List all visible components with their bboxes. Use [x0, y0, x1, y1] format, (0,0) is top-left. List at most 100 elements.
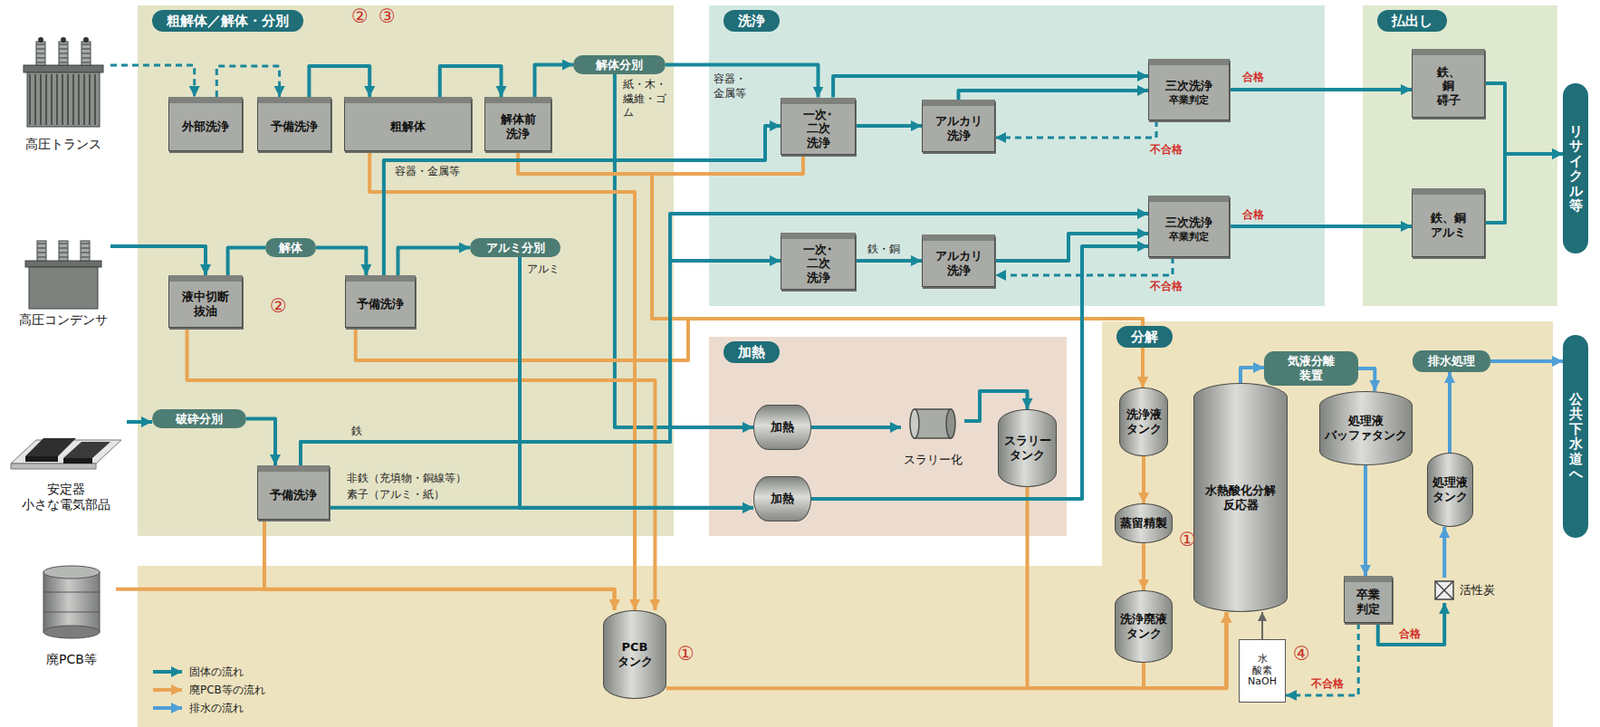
carbon-cross	[1435, 581, 1454, 600]
flow-arrow	[398, 248, 471, 277]
process-tank: アルカリ 洗浄	[921, 99, 996, 153]
transformer-icon	[23, 37, 104, 127]
process-tank: 予備洗浄	[257, 465, 330, 520]
node-text: 排水処理	[1427, 354, 1476, 369]
flow-tag: 解体	[265, 238, 317, 258]
flow-arrow	[1485, 153, 1563, 223]
node-text: スラリー タンク	[1004, 433, 1052, 462]
node-text: 水 酸素 NaOH	[1247, 653, 1277, 689]
process-tank: 粗解体	[344, 96, 472, 152]
flow-arrow	[1229, 224, 1412, 229]
flow-arrow	[519, 257, 754, 508]
flow-arrow	[228, 248, 266, 277]
flow-arrow	[811, 246, 1149, 499]
node-text: 予備洗浄	[269, 488, 317, 503]
area-heading: 加熱	[723, 341, 780, 364]
node-text: 粗解体	[390, 119, 426, 135]
equipment-icon: 高圧コンデンサ	[16, 237, 111, 328]
judgement-label: 不合格	[1311, 677, 1344, 692]
flow-arrow	[355, 318, 1143, 388]
node-text: 加熱	[770, 420, 795, 435]
node-text: 一次･二次 洗浄	[803, 107, 834, 151]
judgement-label: 不合格	[1149, 143, 1183, 158]
legend-text: 固体の流れ	[189, 664, 244, 681]
node-text: 卒業判定	[1168, 230, 1209, 243]
flow-arrow	[855, 124, 922, 128]
callout-number: ①	[677, 644, 695, 664]
node-text: 予備洗浄	[270, 119, 318, 135]
flow-arrow	[316, 248, 366, 277]
flow-arrow	[958, 90, 1150, 100]
flow-arrow	[1358, 368, 1375, 392]
judgement-label: 合格	[1398, 627, 1421, 642]
vessel: 処理液 バッファタンク	[1319, 391, 1413, 466]
flow-arrow	[666, 612, 1227, 689]
flow-arrow	[1363, 465, 1368, 576]
node-text: 蒸留精製	[1120, 516, 1168, 531]
process-tank: 外部洗浄	[168, 96, 243, 152]
process-tank: 鉄、銅 碍子	[1411, 48, 1486, 118]
node-text: 高圧コンデンサ	[19, 312, 108, 328]
vessel: PCB タンク	[603, 610, 667, 700]
node-text: 予備洗浄	[356, 297, 404, 312]
flow-arrow	[1141, 456, 1146, 504]
area-heading: 洗浄	[723, 9, 780, 32]
process-tank: 液中切断 抜油	[168, 275, 243, 328]
flow-label: 鉄	[351, 424, 363, 440]
legend-text: 排水の流れ	[189, 700, 244, 717]
node-text: 三次洗浄	[1165, 215, 1213, 230]
process-tank: 一次･二次 洗浄	[780, 97, 856, 155]
flow-arrow	[440, 66, 502, 97]
callout-number: ②	[351, 7, 369, 27]
flow-label: 容器・金属等	[713, 72, 752, 101]
node-text: 外部洗浄	[182, 119, 230, 135]
equipment-icon: 高圧トランス	[16, 36, 111, 153]
vessel: 蒸留精製	[1114, 503, 1173, 544]
flow-label: 容器・金属等	[394, 164, 460, 180]
node-text: PCB タンク	[617, 640, 653, 669]
drum-body	[914, 409, 951, 439]
flow-arrow	[517, 151, 1143, 388]
flow-arrow	[1442, 526, 1447, 578]
callout-number: ④	[1293, 644, 1311, 664]
vessel: 洗浄液 タンク	[1119, 387, 1169, 457]
flow-tag: アルミ分別	[469, 238, 561, 258]
node-text: リサイクル等	[1569, 124, 1583, 214]
node-text: 解体前 洗浄	[500, 112, 537, 141]
carbon-box	[1435, 581, 1454, 600]
node-text: 公共下水道へ	[1569, 392, 1583, 482]
node-text: 解体分別	[595, 57, 643, 73]
process-tank: 三次洗浄卒業判定	[1148, 195, 1230, 258]
flow-arrow	[855, 258, 922, 263]
heater: 加熱	[753, 476, 812, 522]
flow-arrow	[1141, 543, 1146, 591]
drum-shape	[909, 405, 957, 442]
drum-end	[910, 409, 920, 439]
node-text: 廃PCB等	[46, 651, 97, 668]
flow-arrow	[1240, 367, 1265, 384]
node-text: 活性炭	[1459, 583, 1495, 598]
capacitor-icon	[25, 240, 102, 309]
callout-number: ③	[378, 7, 396, 27]
flow-arrow	[246, 419, 276, 467]
node-text: アルカリ 洗浄	[935, 114, 983, 143]
flow-arrow	[1447, 372, 1452, 453]
flow-tag: 排水処理	[1412, 350, 1491, 373]
area-heading: 分解	[1116, 325, 1173, 348]
flow-arrow	[964, 391, 1028, 422]
node-text: 処理液 バッファタンク	[1324, 413, 1408, 442]
slurry-drum: スラリー化	[900, 405, 965, 468]
flow-arrow	[383, 125, 781, 276]
node-text: 一次･二次 洗浄	[803, 242, 834, 286]
node-text: 洗浄液 タンク	[1126, 407, 1162, 436]
flow-arrow	[126, 420, 153, 424]
flow-arrow	[308, 66, 370, 97]
node-text: 解体	[278, 240, 303, 256]
flow-arrow	[1229, 87, 1412, 92]
process-tank: 解体前 洗浄	[484, 96, 552, 152]
vessel: 洗浄廃液 タンク	[1114, 590, 1173, 663]
process-area: 分解洗浄液 タンク蒸留精製洗浄廃液 タンク水熱酸化分解 反応器水 酸素 NaOH…	[1101, 321, 1553, 727]
node-text: 高圧トランス	[25, 136, 102, 153]
flow-arrow	[1027, 487, 1227, 689]
judgement-label: 合格	[1242, 70, 1265, 86]
